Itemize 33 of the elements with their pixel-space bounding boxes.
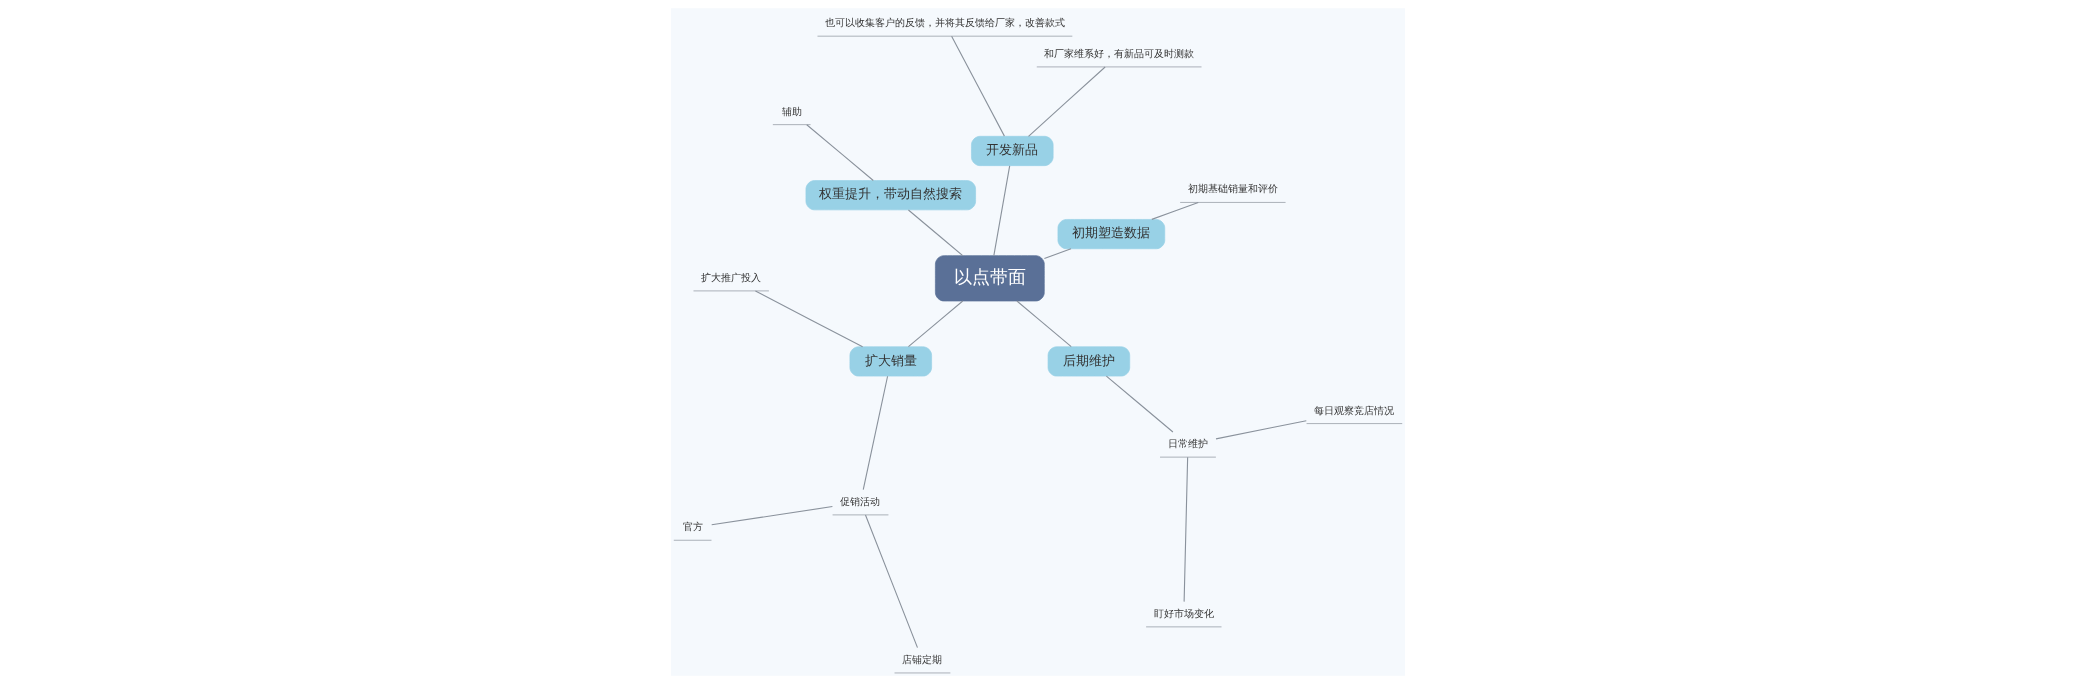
node-text: 盯好市场变化 [1153, 607, 1214, 619]
node-text: 日常维护 [1167, 438, 1208, 450]
node-text: 也可以收集客户的反馈，并将其反馈给厂家，改善款式 [824, 17, 1065, 29]
node-text: 扩大推广投入 [701, 271, 762, 283]
connector [1027, 66, 1106, 137]
connector [754, 290, 864, 348]
node-text: 官方 [682, 521, 703, 533]
connector [862, 375, 889, 491]
node-box: 后期维护 [1047, 346, 1131, 377]
connector [1151, 201, 1199, 220]
connector [1183, 456, 1189, 603]
connector [1016, 300, 1072, 348]
connector [711, 506, 833, 526]
connector [1043, 248, 1072, 260]
connector [951, 35, 1005, 137]
node-text: 和厂家维系好，有新品可及时测款 [1044, 47, 1195, 59]
connector [864, 514, 919, 649]
node-text: 初期基础销量和评价 [1187, 183, 1278, 195]
node-text: 促销活动 [840, 495, 881, 507]
node-box: 以点带面 [935, 255, 1045, 302]
connector [1105, 375, 1174, 433]
connector [806, 124, 874, 182]
node-box: 扩大销量 [849, 346, 932, 377]
node-box: 初期塑造数据 [1057, 219, 1166, 250]
connector [1215, 420, 1307, 440]
node-box: 开发新品 [971, 135, 1054, 166]
connector [907, 300, 964, 348]
node-box: 权重提升，带动自然搜索 [805, 180, 976, 211]
node-text: 每日观察竞店情况 [1314, 404, 1395, 416]
node-text: 辅助 [781, 105, 802, 117]
node-text: 店铺定期 [902, 653, 943, 665]
connector [907, 209, 964, 257]
connector [993, 165, 1011, 257]
